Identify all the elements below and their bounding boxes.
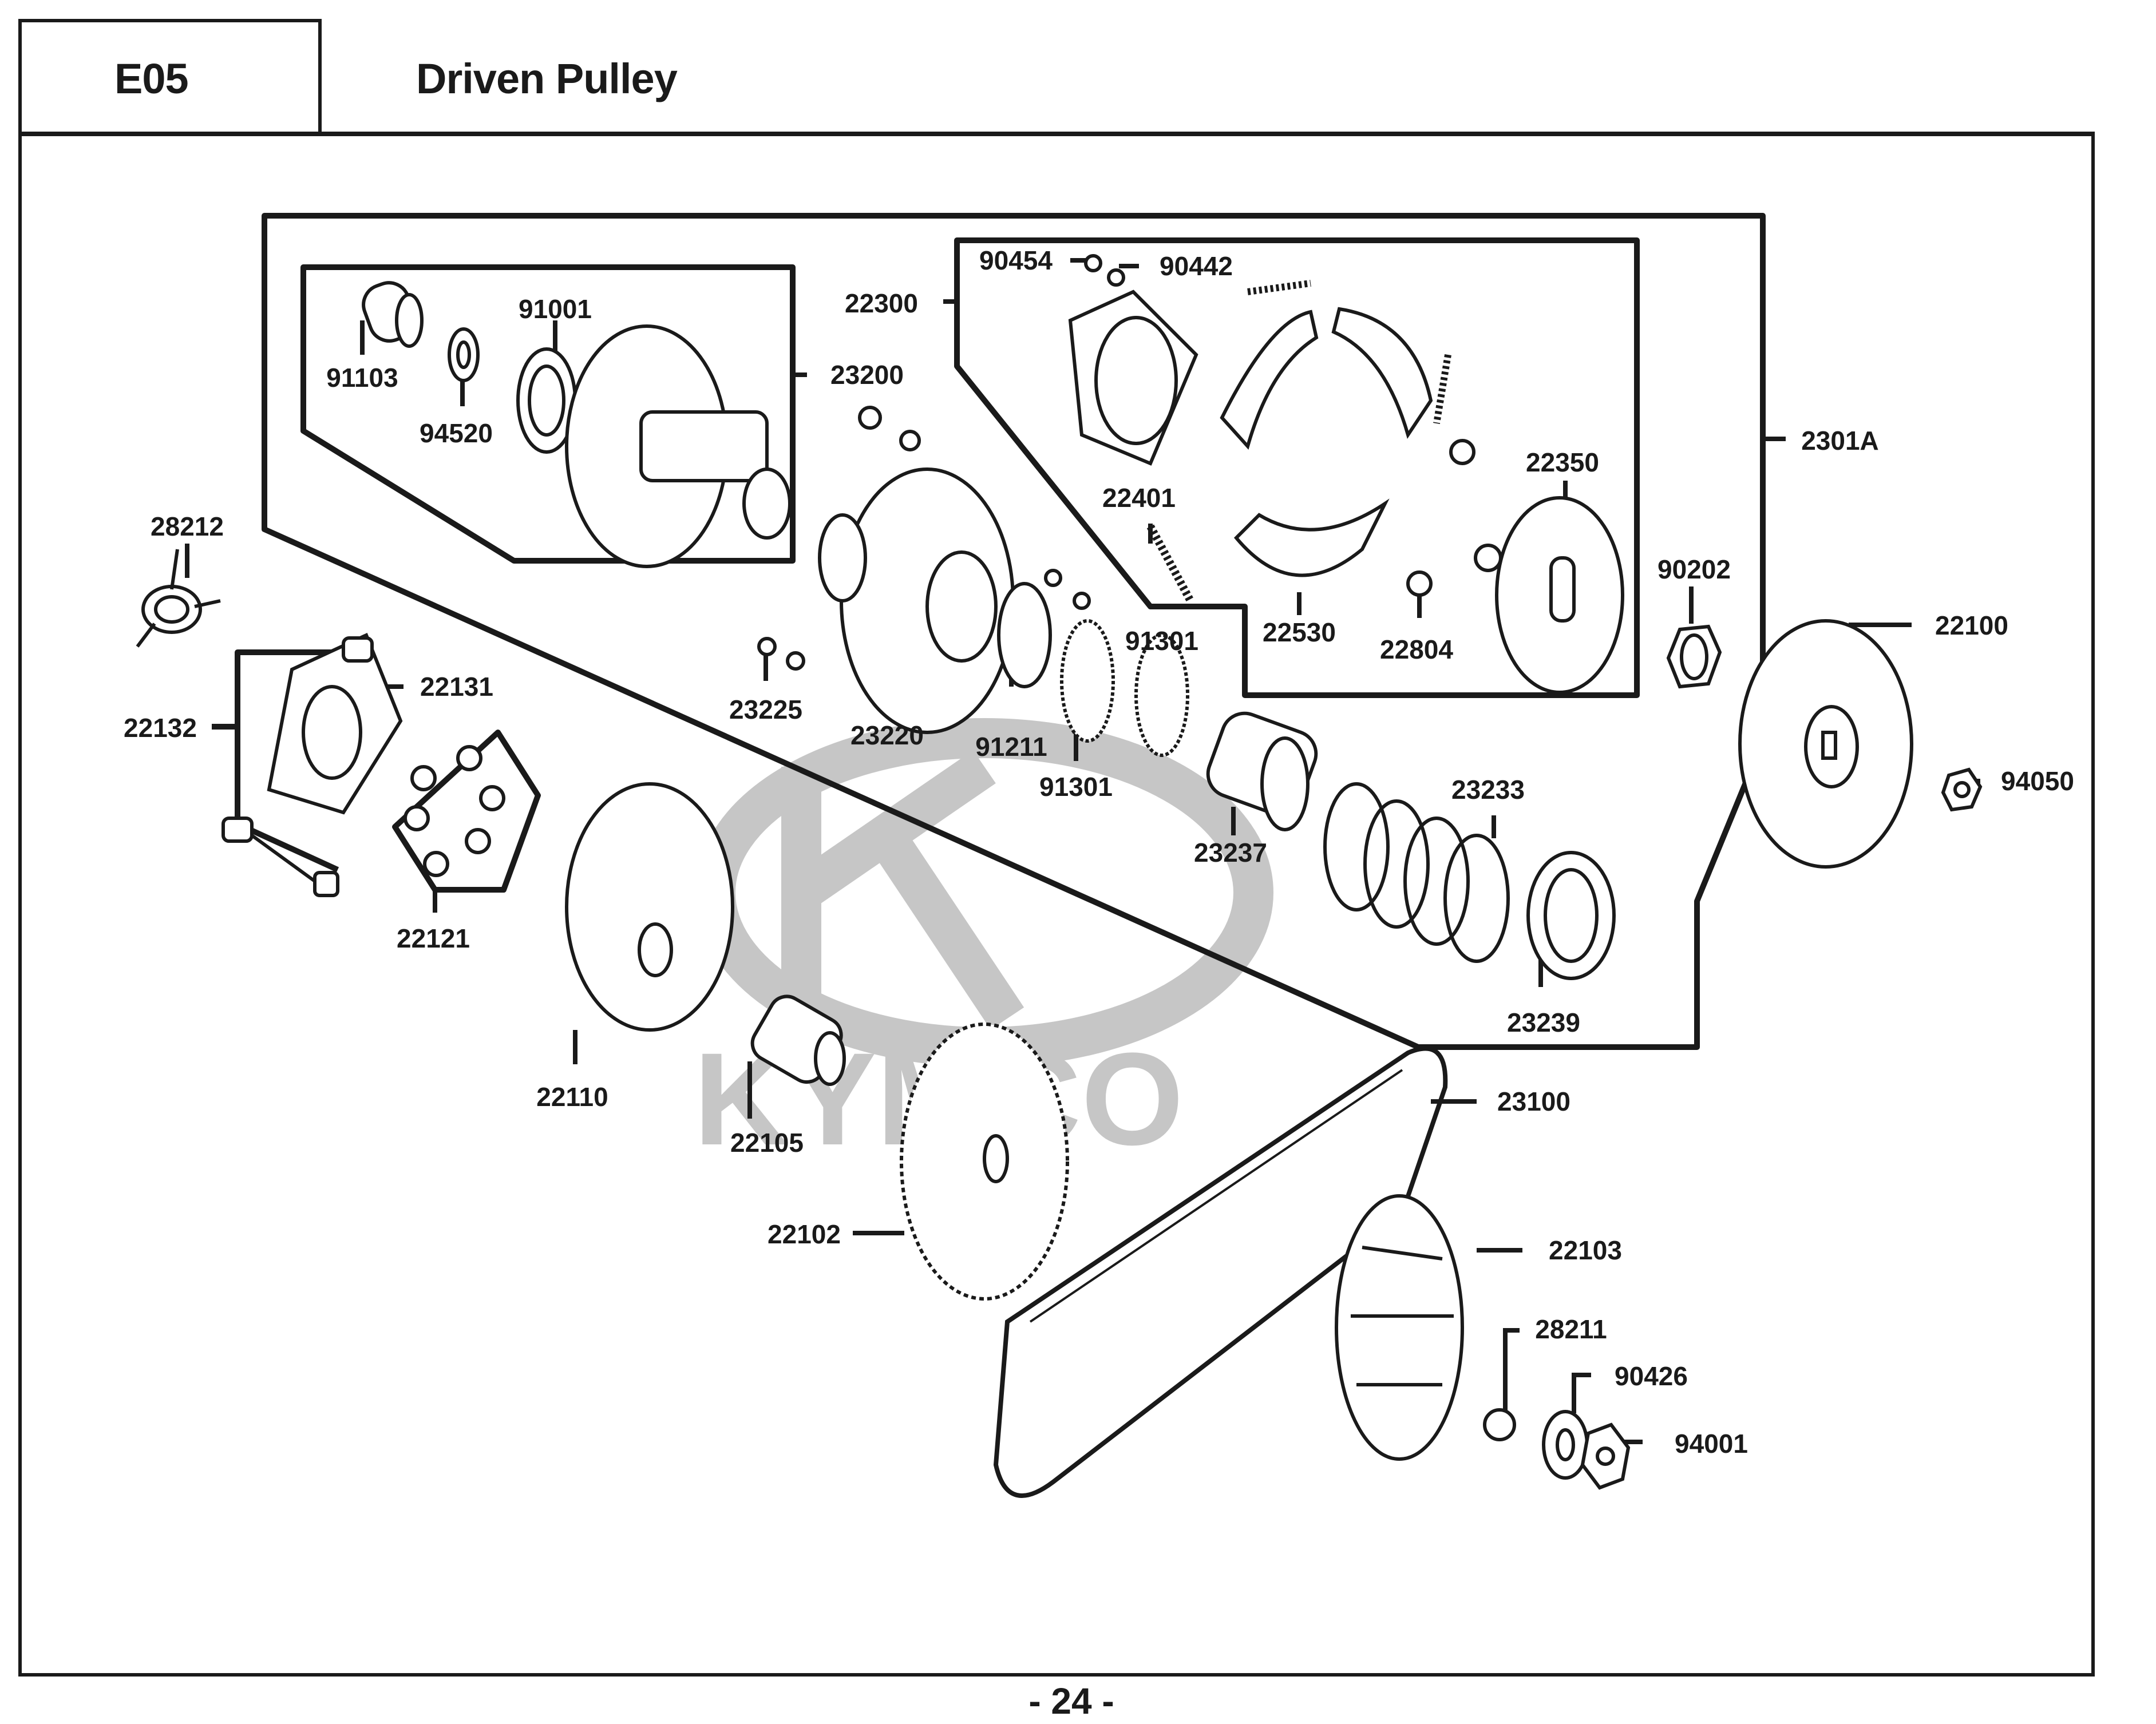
clutch-shoe-a-icon [1220, 310, 1319, 450]
watermark-k [781, 750, 1024, 1030]
nut-94001-icon [1580, 1422, 1631, 1490]
collar-22105-icon [750, 994, 846, 1086]
part-label-2301A[interactable]: 2301A [1801, 426, 1879, 455]
part-label-22121[interactable]: 22121 [397, 924, 470, 953]
part-label-22350[interactable]: 22350 [1526, 447, 1599, 477]
nut-94050-icon [1941, 767, 1983, 812]
part-label-23233[interactable]: 23233 [1451, 775, 1525, 804]
page-title: Driven Pulley [416, 55, 678, 102]
section-code: E05 [114, 55, 189, 102]
nut-washer-28211-icon [1483, 1408, 1516, 1441]
part-label-91001[interactable]: 91001 [519, 294, 592, 324]
group-22121-outline [392, 730, 541, 893]
pin-23225-icon [757, 406, 1091, 671]
diagram-frame [18, 132, 2095, 1677]
movable-drive-face-22110-icon [565, 782, 734, 1032]
o-ring-91301a-icon [1060, 619, 1115, 743]
clutch-outer-22100-icon [1738, 619, 1913, 869]
part-label-23239[interactable]: 23239 [1507, 1008, 1580, 1037]
part-label-91301-upper[interactable]: 91301 [1125, 626, 1198, 656]
clutch-shoe-22530-icon [1233, 498, 1390, 577]
washer-94520-icon [448, 327, 480, 382]
o-ring-91301b-icon [1134, 633, 1189, 757]
part-label-91301-lower[interactable]: 91301 [1039, 772, 1113, 802]
part-label-22102[interactable]: 22102 [768, 1219, 841, 1249]
spring-clip-28212-icon [136, 549, 221, 648]
part-label-90426[interactable]: 90426 [1615, 1361, 1688, 1391]
clutch-shoe-b-icon [1331, 307, 1433, 439]
drive-face-22102-icon [900, 1022, 1069, 1301]
movable-face-23220-icon [840, 467, 1015, 734]
leader-90426 [1572, 1373, 1591, 1413]
bearing-91001-icon [516, 347, 577, 454]
part-label-22105[interactable]: 22105 [730, 1128, 804, 1158]
part-label-22103[interactable]: 22103 [1549, 1235, 1622, 1265]
bearing-collar-91103-icon [362, 281, 424, 348]
washer-90442-icon [1107, 268, 1125, 287]
part-label-28212[interactable]: 28212 [151, 512, 224, 541]
part-label-94050[interactable]: 94050 [2001, 766, 2074, 796]
weight-roller-22121-icon [403, 745, 505, 877]
oil-seal-23220a-icon [818, 513, 867, 603]
clutch-plate-22300-icon [1068, 290, 1198, 466]
part-label-23225[interactable]: 23225 [729, 695, 802, 724]
part-label-22110[interactable]: 22110 [536, 1082, 608, 1112]
nut-90202-icon [1666, 624, 1722, 689]
part-label-22100[interactable]: 22100 [1935, 611, 2008, 640]
page-number: - 24 - [1028, 1681, 1114, 1722]
part-label-91211[interactable]: 91211 [975, 732, 1047, 762]
part-label-94001[interactable]: 94001 [1675, 1429, 1748, 1459]
spring-23233-icon [1323, 782, 1510, 963]
clutch-carrier-22350-icon [1495, 496, 1624, 694]
part-label-23220[interactable]: 23220 [850, 720, 924, 750]
nut-90454-icon [1084, 254, 1102, 272]
clutch-spring-icon [1247, 280, 1451, 424]
ramp-plate-22131-icon [267, 632, 403, 815]
part-label-22804[interactable]: 22804 [1380, 635, 1453, 664]
leader-28211 [1503, 1328, 1520, 1416]
part-label-28211[interactable]: 28211 [1535, 1314, 1607, 1344]
part-label-94520[interactable]: 94520 [420, 418, 493, 448]
part-label-90454[interactable]: 90454 [979, 245, 1053, 275]
part-label-23100[interactable]: 23100 [1497, 1087, 1570, 1116]
part-label-22530[interactable]: 22530 [1263, 617, 1336, 647]
washer-90426-icon [1542, 1410, 1589, 1480]
oil-seal-91211-icon [997, 582, 1052, 688]
part-label-90442[interactable]: 90442 [1160, 251, 1233, 281]
part-label-22300[interactable]: 22300 [845, 288, 918, 318]
part-label-23237[interactable]: 23237 [1194, 838, 1267, 867]
damper-icon [1449, 439, 1502, 572]
part-label-22131[interactable]: 22131 [420, 672, 493, 702]
part-label-22401[interactable]: 22401 [1102, 483, 1176, 513]
v-belt-23100-icon [993, 1046, 1448, 1498]
damper-22804-icon [1406, 570, 1433, 597]
part-label-90202[interactable]: 90202 [1657, 554, 1731, 584]
spring-seat-23237-icon [1206, 711, 1318, 831]
group-2301A-outline [262, 213, 1766, 1050]
spring-22401-icon [1146, 524, 1194, 603]
part-label-23200[interactable]: 23200 [830, 360, 904, 390]
part-label-22132[interactable]: 22132 [124, 713, 197, 743]
group-22132-bracket [212, 649, 339, 873]
driven-face-23200-icon [565, 324, 792, 568]
fan-22103-icon [1335, 1194, 1464, 1461]
group-22300-outline [954, 237, 1640, 698]
slider-22132-icon [221, 636, 374, 897]
spring-collar-23239-icon [1526, 851, 1616, 980]
part-label-91103[interactable]: 91103 [326, 363, 398, 393]
